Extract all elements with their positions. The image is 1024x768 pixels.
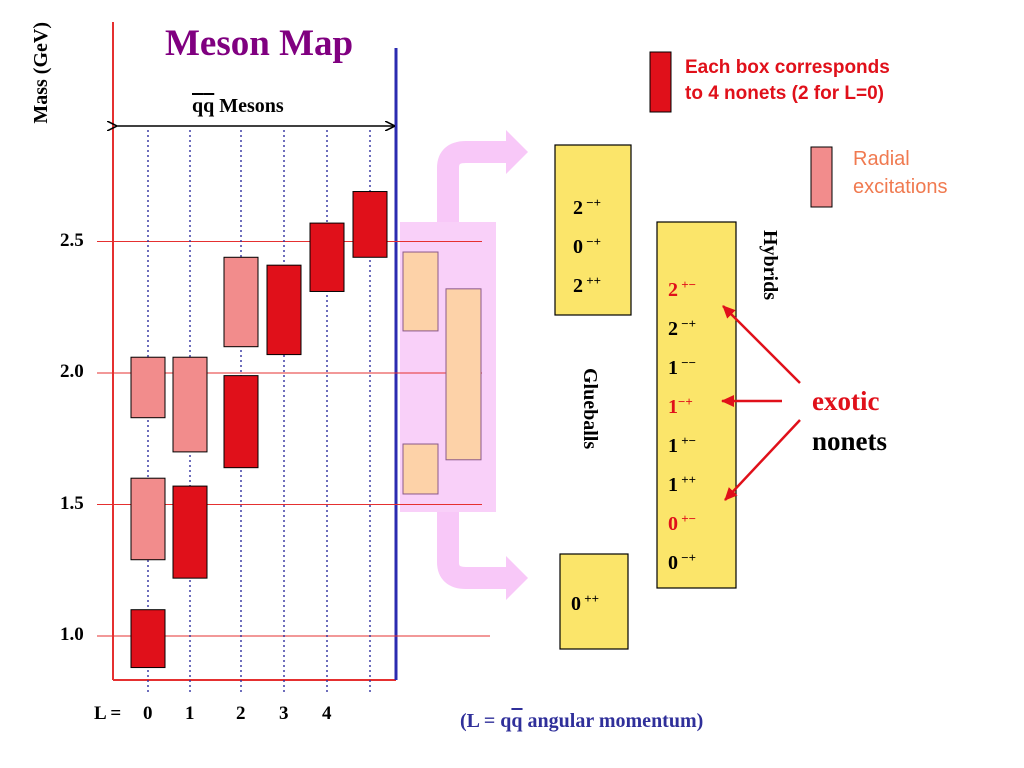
state-pc: ++: [581, 591, 600, 606]
state-j: 0: [668, 513, 678, 535]
glueball-lower-box: [559, 553, 629, 650]
state-j: 2: [668, 279, 678, 301]
radial-excitation-box: [130, 477, 166, 561]
y-tick-label: 1.5: [60, 492, 84, 514]
l-value-label: 4: [322, 703, 332, 724]
l-value-label: 1: [185, 703, 195, 724]
meson-nonet-box: [266, 264, 302, 356]
state-j: 1: [668, 396, 678, 418]
meson-section-label: qq Mesons: [192, 95, 284, 118]
state-pc: −+: [678, 316, 697, 331]
legend-solid-line1: Each box corresponds: [685, 57, 890, 78]
exotic-arrow-1: [722, 305, 801, 384]
meson-nonet-box: [309, 222, 345, 292]
radial-excitation-box: [130, 356, 166, 419]
glueball-mass-box: [402, 443, 439, 495]
mixing-arrow-shaft: [437, 141, 508, 589]
legend-solid-line2: to 4 nonets (2 for L=0): [685, 83, 884, 104]
legend-solid-text: Each box corresponds to 4 nonets (2 for …: [685, 55, 890, 107]
l-caption-qbar: q: [511, 710, 523, 732]
mixing-arrow-head-up: [506, 130, 528, 174]
state-jpc: 0 +−: [668, 502, 696, 541]
l-value-label: 3: [279, 703, 289, 724]
state-jpc: 2 −+: [573, 186, 601, 225]
qbar-symbol: q: [203, 95, 215, 117]
state-jpc: 2 +−: [668, 268, 696, 307]
glueball-mass-box: [445, 288, 482, 461]
state-jpc: 1 +−: [668, 424, 696, 463]
state-jpc: 0 ++: [571, 582, 599, 621]
state-pc: +−: [678, 511, 697, 526]
glueball-upper-box: [554, 144, 632, 316]
y-axis-label: Mass (GeV): [30, 22, 52, 124]
meson-nonet-box: [223, 375, 259, 469]
legend-radial-text: Radial excitations: [853, 145, 948, 201]
state-j: 0: [573, 236, 583, 258]
glueballs-label: Glueballs: [579, 368, 601, 450]
y-tick-label: 1.0: [60, 624, 84, 645]
state-jpc: 2 −+: [668, 307, 696, 346]
meson-nonet-box: [352, 191, 388, 258]
state-jpc: 0 −+: [573, 225, 601, 264]
state-j: 0: [668, 552, 678, 574]
state-jpc: 0 −+: [668, 541, 696, 580]
l-value-label: 2: [236, 703, 246, 724]
exotic-text: exotic: [812, 386, 880, 416]
meson-nonet-box: [130, 609, 166, 669]
glueball-upper-states: 2 −+0 −+2 ++: [573, 186, 601, 303]
legend-solid-box: [649, 51, 672, 113]
l-caption-open: (L = q: [460, 710, 512, 732]
state-pc: +−: [678, 277, 697, 292]
state-jpc: 1−+: [668, 385, 696, 424]
radial-excitation-box: [172, 356, 208, 453]
l-caption: (L = qq angular momentum): [460, 710, 703, 733]
state-j: 0: [571, 593, 581, 615]
glueball-mass-boxes: [402, 251, 482, 495]
state-j: 2: [573, 275, 583, 297]
state-j: 1: [668, 357, 678, 379]
glueball-lower-states: 0 ++: [571, 582, 599, 621]
hybrid-states: 2 +−2 −+1 −−1−+1 +−1 ++0 +−0 −+: [668, 268, 696, 580]
exotic-arrow-3: [724, 419, 801, 501]
state-pc: ++: [678, 472, 697, 487]
state-pc: +−: [678, 433, 697, 448]
state-j: 2: [668, 318, 678, 340]
legend-radial-line2: excitations: [853, 176, 948, 198]
state-jpc: 2 ++: [573, 264, 601, 303]
state-j: 1: [668, 474, 678, 496]
nonets-text: nonets: [812, 426, 888, 456]
state-pc: −+: [583, 234, 602, 249]
l-value-label: 0: [143, 703, 153, 724]
meson-boxes: [130, 191, 388, 669]
l-dotted-lines: [147, 130, 371, 695]
legend-radial-box: [810, 146, 833, 208]
state-jpc: 1 ++: [668, 463, 696, 502]
page-title: Meson Map: [165, 23, 354, 64]
state-jpc: 1 −−: [668, 346, 696, 385]
legend-radial-line1: Radial: [853, 148, 910, 170]
y-tick-label: 2.5: [60, 229, 84, 251]
meson-nonet-box: [172, 485, 208, 579]
state-pc: ++: [583, 273, 602, 288]
state-pc: −+: [678, 394, 693, 409]
mesons-word: Mesons: [214, 95, 284, 117]
l-caption-rest: angular momentum): [522, 710, 704, 732]
glueball-mass-box: [402, 251, 439, 332]
state-j: 2: [573, 197, 583, 219]
radial-excitation-box: [223, 256, 259, 348]
state-pc: −+: [678, 550, 697, 565]
state-j: 1: [668, 435, 678, 457]
hybrids-label: Hybrids: [759, 230, 781, 301]
l-axis-prefix: L =: [94, 703, 122, 724]
q-symbol: q: [192, 95, 204, 117]
mixing-arrow-head-down: [506, 556, 528, 600]
state-pc: −+: [583, 195, 602, 210]
state-pc: −−: [678, 355, 697, 370]
y-tick-label: 2.0: [60, 361, 84, 382]
